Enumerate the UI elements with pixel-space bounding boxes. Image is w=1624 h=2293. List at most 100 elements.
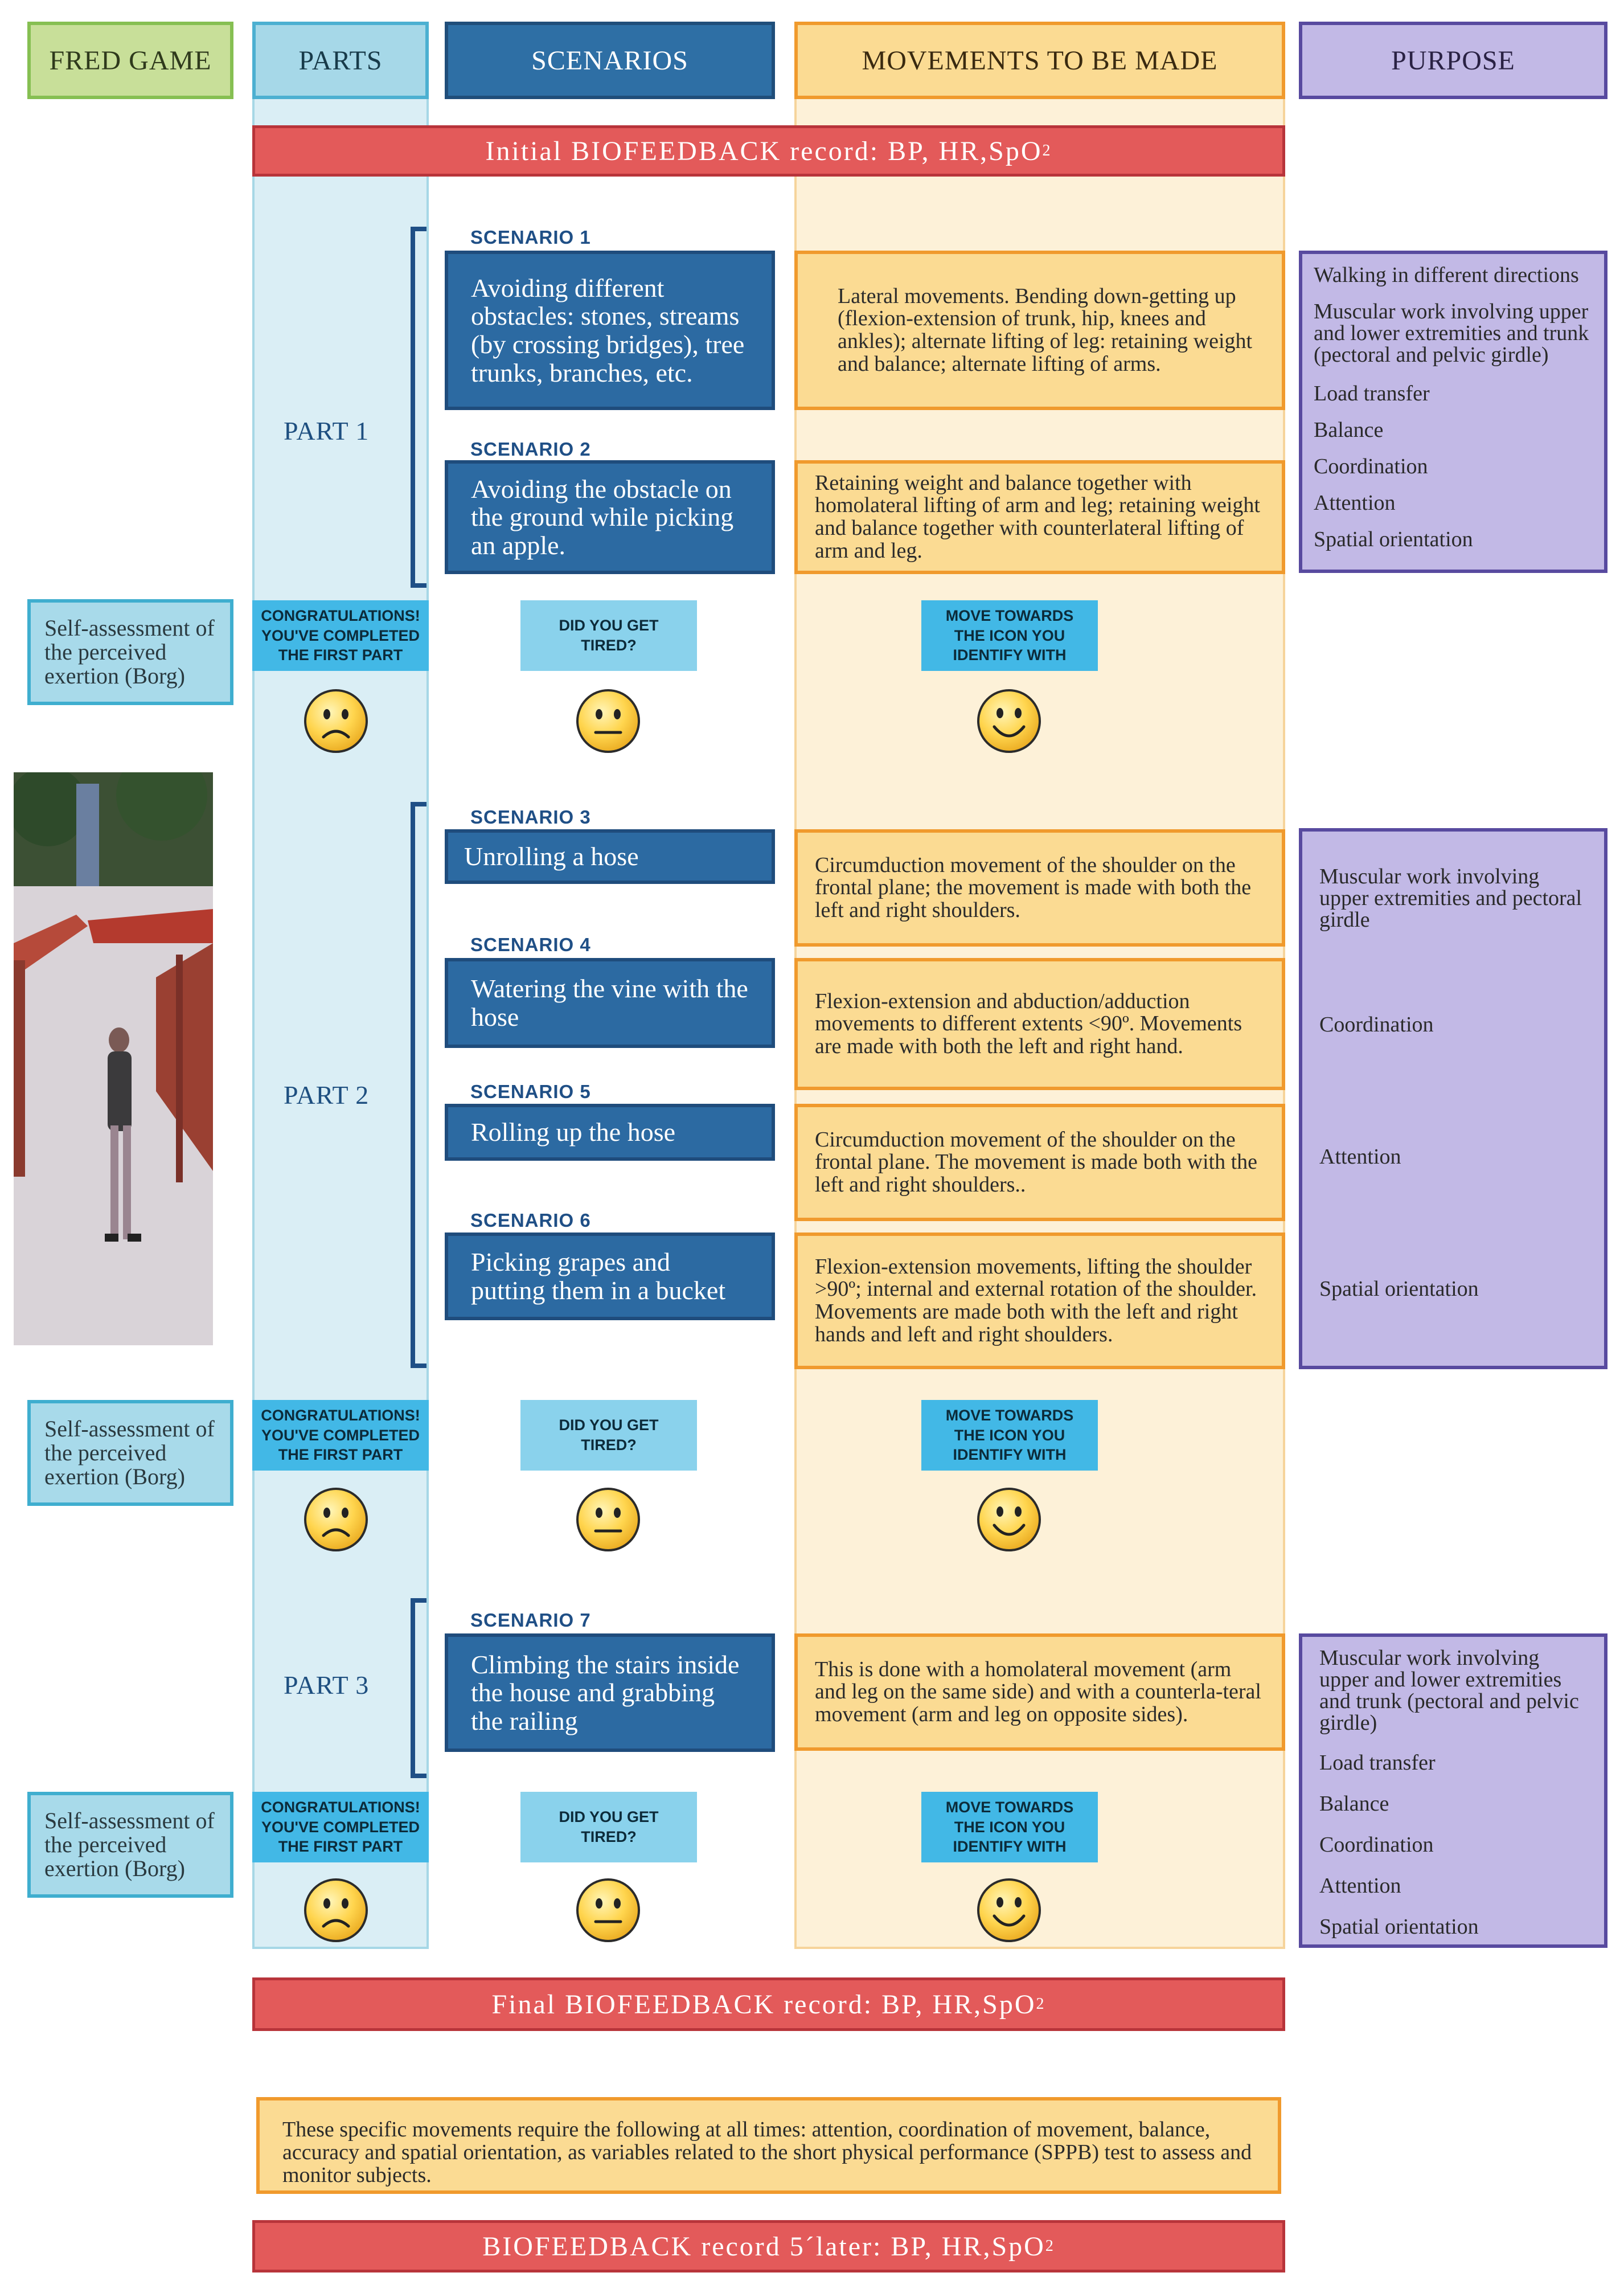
congrats-badge: CONGRATULATIONS! YOU'VE COMPLETED THE FI… xyxy=(252,600,429,671)
scenario-6-label: SCENARIO 6 xyxy=(470,1210,591,1231)
scenario-5-label: SCENARIO 5 xyxy=(470,1081,591,1102)
movement-2-box: Retaining weight and balance together wi… xyxy=(794,460,1285,574)
congrats-badge: CONGRATULATIONS! YOU'VE COMPLETED THE FI… xyxy=(252,1792,429,1862)
movement-3-box: Circumduction movement of the shoulder o… xyxy=(794,829,1285,947)
header-fred-game: FRED GAME xyxy=(27,22,233,99)
scenario-2-label: SCENARIO 2 xyxy=(470,439,591,460)
purpose-item: Muscular work involving upper extremitie… xyxy=(1319,865,1582,932)
happy-face-icon xyxy=(977,1488,1041,1551)
header-purpose: PURPOSE xyxy=(1299,22,1607,99)
final-record-text: Final BIOFEEDBACK record: BP, HR,SpO xyxy=(491,1989,1036,2020)
later-record-text: BIOFEEDBACK record 5´later: BP, HR,SpO xyxy=(482,2231,1045,2262)
purpose-item: Attention xyxy=(1319,1145,1401,1169)
purpose-item: Load transfer xyxy=(1319,1751,1436,1775)
self-assessment-text: Self-assessment of the perceived exertio… xyxy=(44,615,215,689)
movement-1-text: Lateral movements. Bending down-getting … xyxy=(838,284,1253,376)
neutral-face-icon xyxy=(576,689,640,753)
purpose-item: Walking in different directions xyxy=(1314,263,1579,287)
scenario-1-box: Avoiding different obstacles: stones, st… xyxy=(445,251,775,410)
movement-4-box: Flexion-extension and abduction/adductio… xyxy=(794,958,1285,1090)
scenario-4-label: SCENARIO 4 xyxy=(470,934,591,955)
sad-face-icon xyxy=(304,1878,368,1942)
movement-5-box: Circumduction movement of the shoulder o… xyxy=(794,1104,1285,1221)
purpose-item: Coordination xyxy=(1314,454,1428,478)
movement-6-text: Flexion-extension movements, lifting the… xyxy=(815,1254,1257,1346)
purpose-item: Spatial orientation xyxy=(1314,527,1473,551)
game-screenshot-image xyxy=(14,772,213,1345)
game-scene-illustration xyxy=(14,772,213,1345)
move-badge: MOVE TOWARDS THE ICON YOU IDENTIFY WITH xyxy=(921,1400,1098,1471)
purpose-item: Attention xyxy=(1314,491,1396,515)
bottom-note-box: These specific movements require the fol… xyxy=(256,2097,1281,2194)
scenario-3-box: Unrolling a hose xyxy=(445,829,775,884)
tired-badge: DID YOU GET TIRED? xyxy=(520,600,697,671)
part-2-label: PART 2 xyxy=(284,1080,370,1109)
scenario-7-label: SCENARIO 7 xyxy=(470,1610,591,1631)
scenario-1-label: SCENARIO 1 xyxy=(470,227,591,248)
movement-1-box: Lateral movements. Bending down-getting … xyxy=(794,251,1285,410)
part-3-label: PART 3 xyxy=(284,1670,370,1700)
purpose-item: Spatial orientation xyxy=(1319,1277,1479,1301)
scenario-3-text: Unrolling a hose xyxy=(464,842,639,871)
sad-face-icon xyxy=(304,689,368,753)
tired-badge: DID YOU GET TIRED? xyxy=(520,1792,697,1862)
movement-4-text: Flexion-extension and abduction/adductio… xyxy=(815,989,1242,1058)
part1-bracket xyxy=(411,227,426,588)
movement-2-text: Retaining weight and balance together wi… xyxy=(815,470,1260,563)
happy-face-icon xyxy=(977,689,1041,753)
self-assessment-text: Self-assessment of the perceived exertio… xyxy=(44,1808,215,1881)
move-badge: MOVE TOWARDS THE ICON YOU IDENTIFY WITH xyxy=(921,1792,1098,1862)
scenario-6-text: Picking grapes and putting them in a buc… xyxy=(471,1247,726,1305)
part3-bracket xyxy=(411,1598,426,1778)
initial-record-text: Initial BIOFEEDBACK record: BP, HR,SpO xyxy=(485,136,1043,166)
purpose-item: Balance xyxy=(1319,1792,1389,1816)
subscript-2: 2 xyxy=(1036,1995,1046,2013)
movement-6-box: Flexion-extension movements, lifting the… xyxy=(794,1233,1285,1369)
congrats-badge: CONGRATULATIONS! YOU'VE COMPLETED THE FI… xyxy=(252,1400,429,1471)
purpose-group-1: Walking in different directions Muscular… xyxy=(1299,251,1607,573)
scenario-4-box: Watering the vine with the hose xyxy=(445,958,775,1048)
parts-column-background xyxy=(252,98,429,1949)
movement-3-text: Circumduction movement of the shoulder o… xyxy=(815,853,1252,922)
scenario-2-box: Avoiding the obstacle on the ground whil… xyxy=(445,460,775,574)
bottom-note-text: These specific movements require the fol… xyxy=(282,2118,1252,2187)
self-assessment-box-3: Self-assessment of the perceived exertio… xyxy=(27,1792,233,1898)
self-assessment-box-1: Self-assessment of the perceived exertio… xyxy=(27,599,233,705)
scenario-1-text: Avoiding different obstacles: stones, st… xyxy=(471,273,745,387)
purpose-item: Attention xyxy=(1319,1874,1401,1898)
subscript-2: 2 xyxy=(1042,142,1052,159)
part2-bracket xyxy=(411,802,426,1368)
part-1-label: PART 1 xyxy=(284,416,370,445)
happy-face-icon xyxy=(977,1878,1041,1942)
movement-5-text: Circumduction movement of the shoulder o… xyxy=(815,1127,1258,1197)
tired-badge: DID YOU GET TIRED? xyxy=(520,1400,697,1471)
scenario-5-box: Rolling up the hose xyxy=(445,1104,775,1161)
movement-7-box: This is done with a homolateral movement… xyxy=(794,1633,1285,1751)
scenario-6-box: Picking grapes and putting them in a buc… xyxy=(445,1233,775,1320)
purpose-item: Coordination xyxy=(1319,1013,1434,1037)
self-assessment-box-2: Self-assessment of the perceived exertio… xyxy=(27,1400,233,1506)
scenario-7-box: Climbing the stairs inside the house and… xyxy=(445,1633,775,1752)
scenario-3-label: SCENARIO 3 xyxy=(470,806,591,828)
sad-face-icon xyxy=(304,1488,368,1551)
purpose-item: Balance xyxy=(1314,418,1384,442)
move-badge: MOVE TOWARDS THE ICON YOU IDENTIFY WITH xyxy=(921,600,1098,671)
purpose-item: Spatial orientation xyxy=(1319,1915,1479,1939)
header-parts: PARTS xyxy=(252,22,429,99)
purpose-item: Muscular work involving upper and lower … xyxy=(1319,1646,1579,1735)
scenario-5-text: Rolling up the hose xyxy=(471,1117,676,1147)
purpose-group-3: Muscular work involving upper and lower … xyxy=(1299,1633,1607,1948)
header-scenarios: SCENARIOS xyxy=(445,22,775,99)
neutral-face-icon xyxy=(576,1878,640,1942)
scenario-2-text: Avoiding the obstacle on the ground whil… xyxy=(471,474,734,560)
purpose-item: Load transfer xyxy=(1314,382,1430,406)
self-assessment-text: Self-assessment of the perceived exertio… xyxy=(44,1416,215,1489)
scenario-7-text: Climbing the stairs inside the house and… xyxy=(471,1649,740,1735)
purpose-group-2: Muscular work involving upper extremitie… xyxy=(1299,828,1607,1369)
header-movements: MOVEMENTS TO BE MADE xyxy=(794,22,1285,99)
subscript-2: 2 xyxy=(1045,2237,1055,2255)
movement-7-text: This is done with a homolateral movement… xyxy=(815,1657,1261,1726)
